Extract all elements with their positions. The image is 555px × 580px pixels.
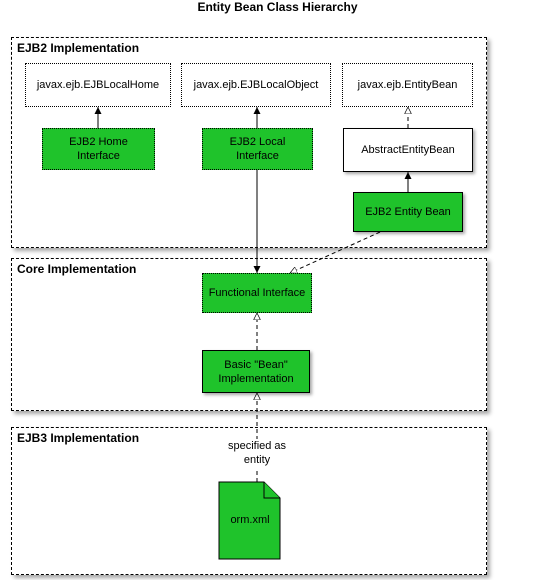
- orm-xml-document-icon: [218, 481, 281, 560]
- edge-ejb2bean-to-functional: [290, 231, 381, 273]
- label-specified-as-entity: specified as entity: [218, 439, 296, 469]
- label-orm-xml: orm.xml: [230, 514, 270, 526]
- box-ejb-local-object: javax.ejb.EJBLocalObject: [181, 63, 331, 107]
- group-ejb3-label: EJB3 Implementation: [17, 431, 140, 445]
- box-functional-interface: Functional Interface: [202, 273, 312, 313]
- box-basic-bean-implementation: Basic "Bean" Implementation: [202, 350, 310, 393]
- diagram-title: Entity Bean Class Hierarchy: [197, 0, 358, 14]
- group-ejb2-label: EJB2 Implementation: [17, 41, 140, 55]
- group-core-label: Core Implementation: [17, 262, 137, 276]
- box-ejb-entity-bean: javax.ejb.EntityBean: [342, 63, 473, 107]
- box-abstract-entity-bean: AbstractEntityBean: [343, 128, 473, 172]
- box-ejb2-home-interface: EJB2 Home Interface: [42, 128, 155, 170]
- box-ejb2-local-interface: EJB2 Local Interface: [202, 128, 313, 170]
- box-ejb2-entity-bean: EJB2 Entity Bean: [353, 192, 463, 232]
- box-ejb-local-home: javax.ejb.EJBLocalHome: [25, 63, 171, 107]
